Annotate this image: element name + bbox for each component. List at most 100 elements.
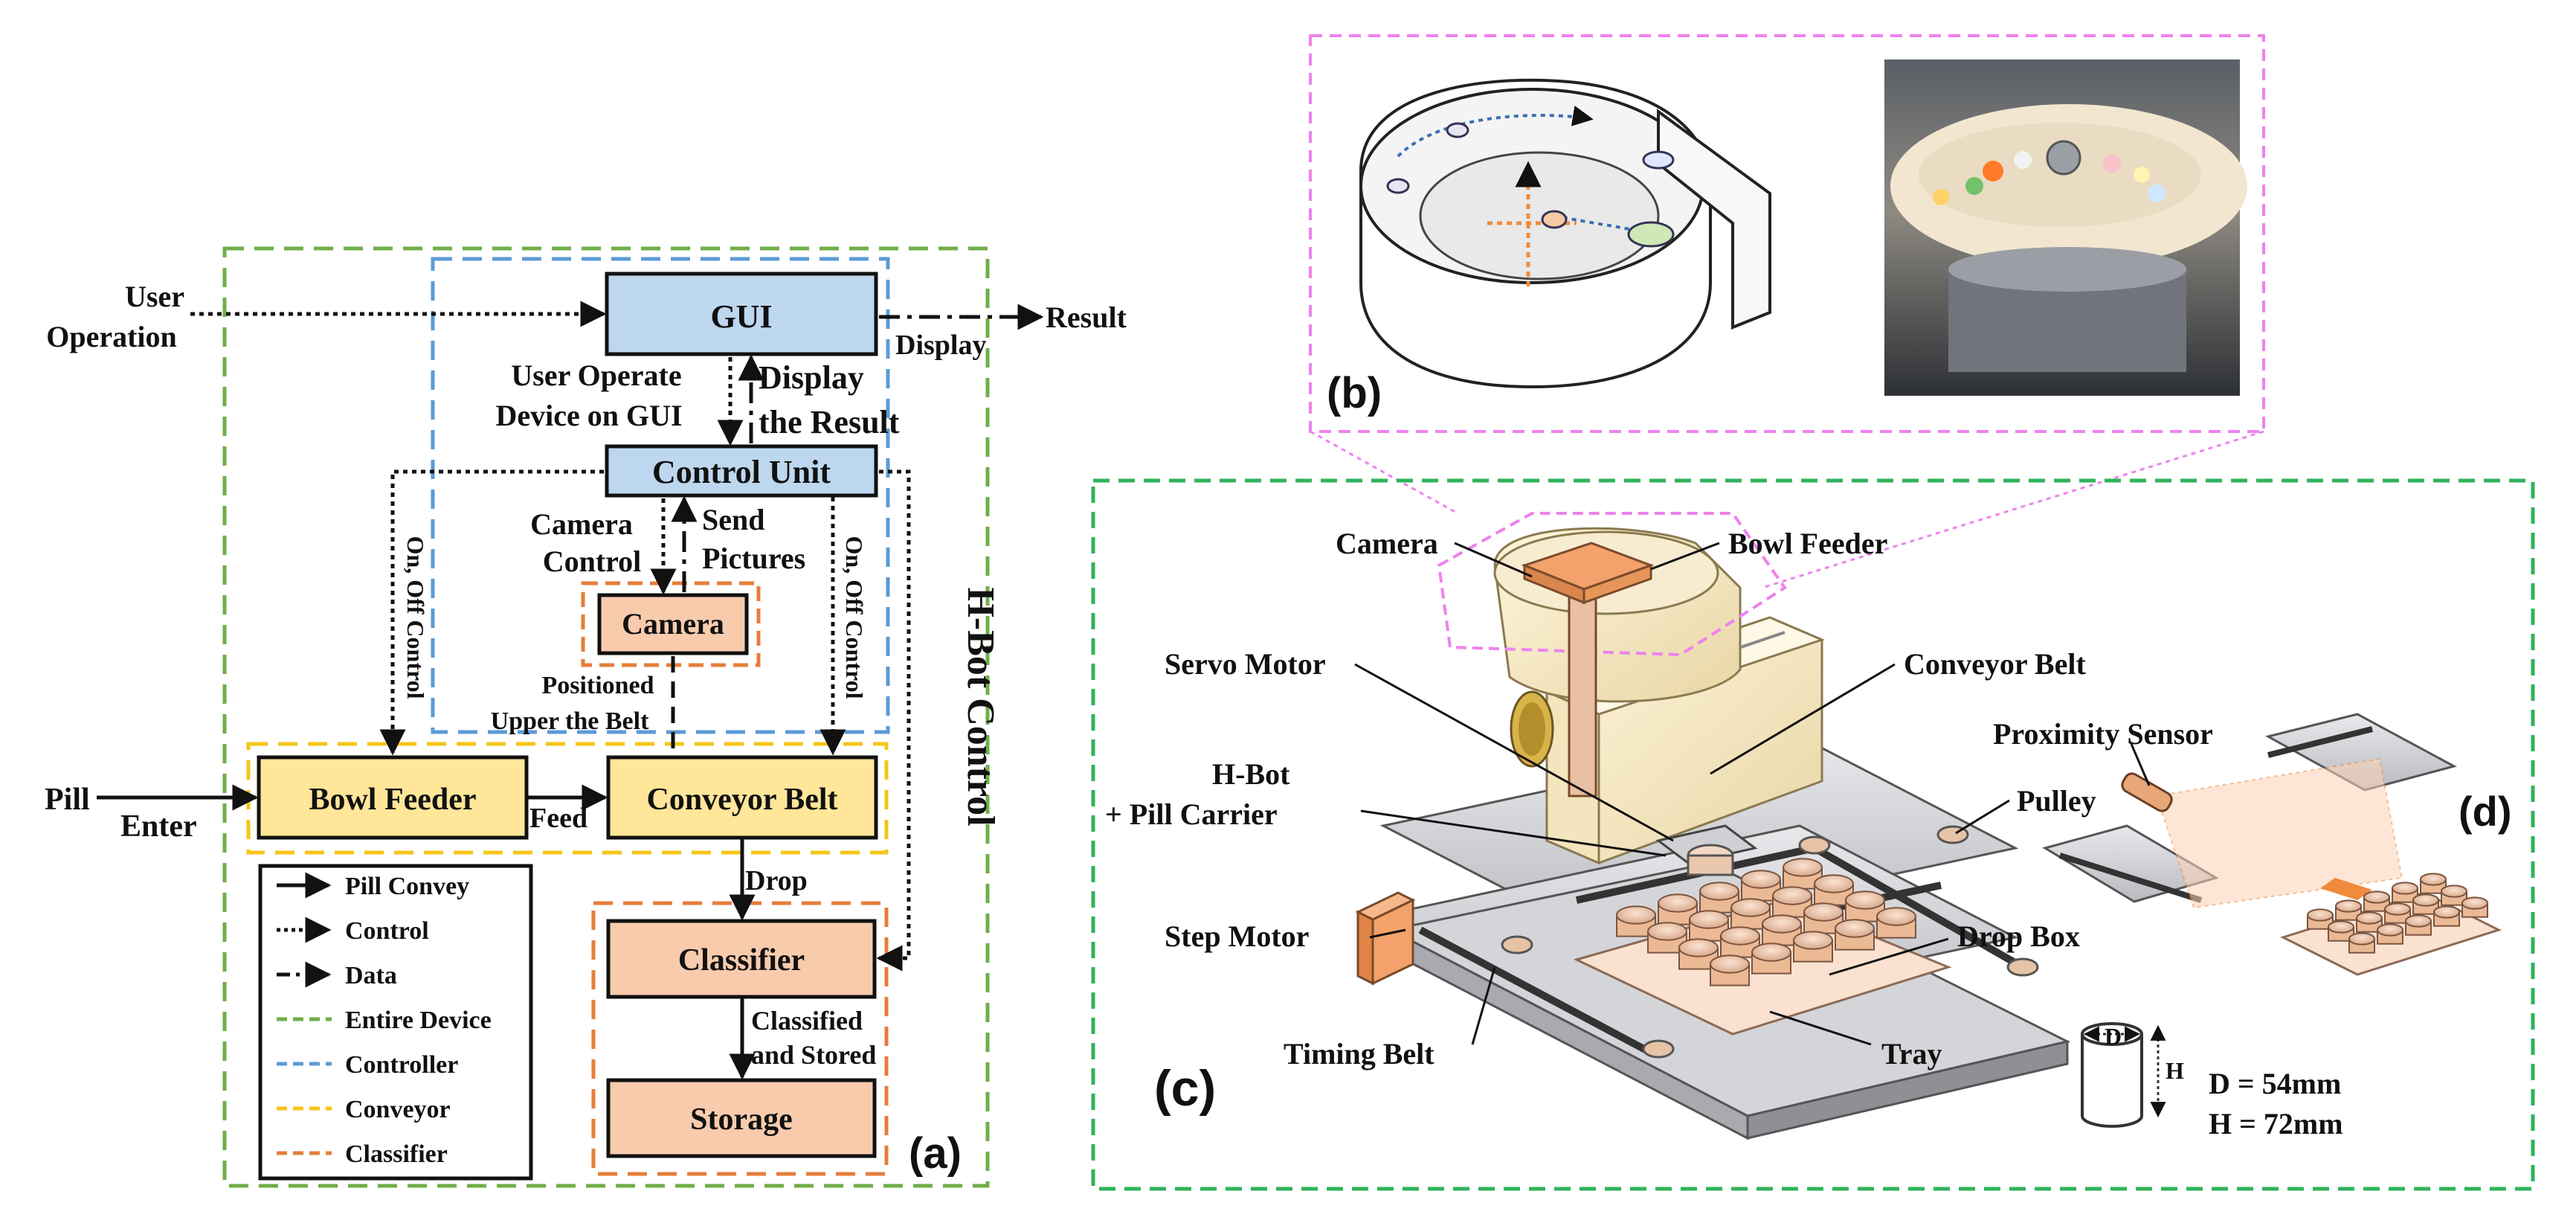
dimension-d-letter: D [2105,1023,2122,1050]
servo-motor-shape [1510,690,1554,768]
drop-box-cup-top [1751,943,1791,962]
drop-box-cup-top [2412,893,2439,907]
drop-label: Drop [745,865,808,896]
drop-box-cup-top [2335,899,2362,913]
drop-box-cup-top [1689,910,1729,929]
dimension-h-value: H = 72mm [2209,1107,2343,1140]
drop-box-cup-top [2441,885,2467,898]
on-off-control-left: On, Off Control [402,536,429,699]
callout-timing-belt: Timing Belt [1284,1037,1434,1071]
drop-box-cup-top [2405,914,2432,928]
drop-box-cup-top [1845,890,1885,910]
proximity-sensor-label: Proximity Sensor [1993,717,2213,751]
display-result-label-1: Display [759,359,864,396]
drop-box-cup-top [1741,870,1781,889]
legend: Pill Convey Control Data Entire Device C… [258,864,533,1181]
dimension-d-value: D = 54mm [2209,1067,2341,1100]
legend-label-pill-convey: Pill Convey [345,873,469,900]
drop-box-cup-top [2348,932,2375,946]
classified-label-1: Classified [751,1006,863,1036]
drop-box-cup-top [2328,920,2354,934]
panel-d: Proximity Sensor (d) [1993,713,2512,976]
feed-label: Feed [529,803,587,834]
timing-belt-1 [1418,926,1653,1056]
bowl-feeder-photo [1884,60,2247,396]
callout-bowl-feeder: Bowl Feeder [1728,527,1887,560]
panel-b-label: (b) [1327,369,1382,417]
sensing-field [2155,757,2403,909]
control-to-classifier-arrow [876,469,911,972]
callout-step-motor: Step Motor [1165,919,1309,953]
step-motor-shape [1355,891,1416,986]
zoom-connector-right [1762,430,2264,589]
drop-box-cup-top [1730,898,1771,917]
drop-box-cup-top [1803,902,1844,922]
send-pictures-label-1: Send [702,503,765,536]
callout-pulley: Pulley [2017,784,2096,818]
camera-region [581,581,761,667]
panel-c: Camera Bowl Feeder Servo Motor Conveyor … [1091,478,2535,1191]
legend-frame [258,864,533,1181]
zoom-connector-left [1310,430,1458,515]
on-off-control-right: On, Off Control [841,536,868,699]
drop-box-cup-top [2384,902,2411,916]
gui-box [605,272,878,356]
callout-tray: Tray [1881,1037,1942,1071]
pill-label: Pill [45,783,90,817]
drop-box-cup-top [2392,882,2418,895]
panel-a: GUI Control Unit Camera Bowl Feeder Conv… [45,246,1127,1188]
legend-label-conveyor: Conveyor [345,1096,451,1123]
drop-box-cup-top [2433,905,2460,919]
positioned-label-2: Upper the Belt [491,707,649,735]
panel-a-label: (a) [909,1129,962,1178]
drop-box-cup-top [1616,905,1656,925]
drop-box-cup-top [1678,938,1719,957]
user-operate-label-1: User Operate [511,359,681,392]
storage-box [606,1078,877,1158]
panel-c-label: (c) [1154,1060,1216,1117]
callout-hbot-1: H-Bot [1212,757,1290,791]
drop-box-cup-top [2356,911,2383,925]
legend-label-entire-device: Entire Device [345,1007,492,1034]
legend-label-data: Data [345,962,397,989]
panel-b-frame [1309,34,2265,433]
tray-shape [1573,858,1952,1036]
user-label: User [125,280,184,313]
bowl-feeder-box [257,755,529,840]
control-unit-label: Control Unit [652,454,831,490]
operation-label: Operation [46,320,177,353]
hbot-carrier-shape [1655,824,1758,876]
callout-camera: Camera [1336,527,1438,560]
drop-box-cup-top [1783,858,1823,877]
drop-box-cup-top [1835,919,1875,938]
conveyor-belt-label: Conveyor Belt [646,783,837,817]
pulleys [1501,825,2039,1059]
result-label: Result [1046,301,1127,334]
bowl-feeder-drawing [1359,78,1771,389]
user-operate-label-2: Device on GUI [495,399,682,432]
drop-box-cup-top [1772,886,1812,905]
enter-label: Enter [120,809,197,844]
drop-box-cup-top [1720,926,1760,946]
drop-box-cup-top [2461,896,2488,910]
positioned-label-1: Positioned [541,672,654,699]
callout-hbot-2: + Pill Carrier [1105,797,1278,831]
proximity-sensor-leader [2130,743,2151,786]
drop-box-cup-top [2363,890,2390,904]
drop-box-dimension [2081,1022,2166,1128]
camera-control-label-2: Control [543,545,642,578]
storage-box-label: Storage [690,1103,793,1137]
panel-d-label: (d) [2459,788,2512,835]
drop-box-cup-top [1658,893,1698,913]
camera-box-label: Camera [622,607,724,641]
drop-box-cup-top [2307,908,2334,922]
dimension-h-letter: H [2166,1057,2184,1084]
legend-label-classifier: Classifier [345,1140,448,1168]
display-label: Display [895,330,986,361]
base-right [1746,1040,2069,1140]
conveyor-belt-box [606,755,878,840]
h-bot-control-title: H-Bot Control [959,587,1002,826]
classifier-box [606,919,877,999]
entire-device-region [222,246,990,1188]
